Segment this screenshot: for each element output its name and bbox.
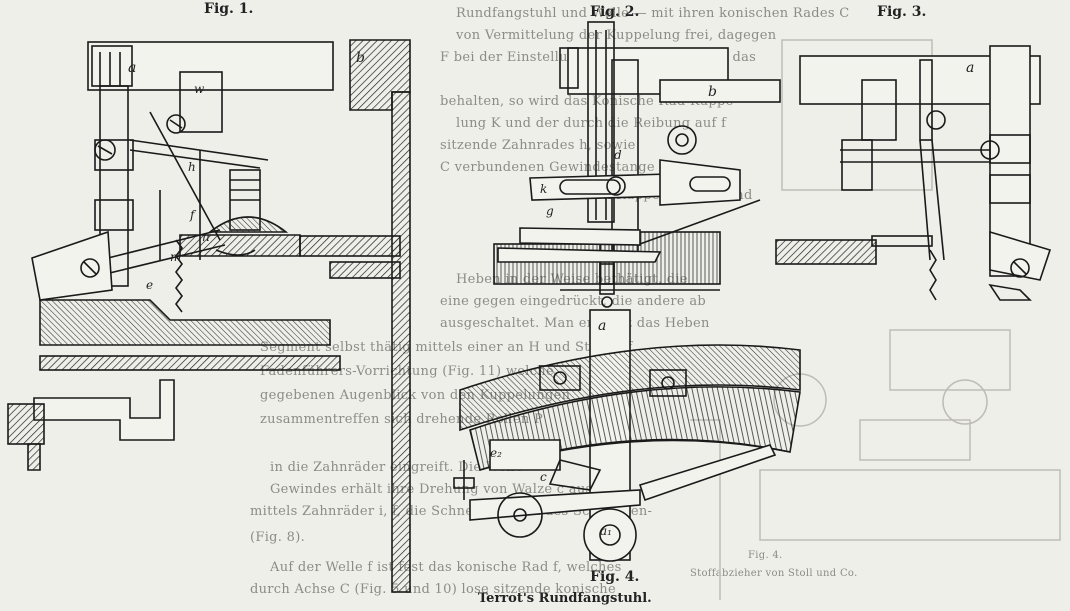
- part-label-n: n: [202, 230, 210, 244]
- background-text-line: Gewindes erhält ihre Drehung von Walze c…: [270, 482, 593, 497]
- part-label-a2: a: [966, 60, 975, 76]
- part-label-a3: a: [598, 318, 607, 334]
- part-label-a: a: [128, 60, 137, 76]
- part-label-b2: b: [708, 84, 717, 100]
- part-label-g: g: [546, 204, 554, 218]
- background-text-line: Auf der Welle f ist fest das konische Ra…: [270, 560, 622, 575]
- background-text-line: durch Achse C (Fig. 5 und 10) lose sitze…: [250, 582, 616, 597]
- part-label-c: c: [540, 470, 547, 484]
- figure-3-label: Fig. 3.: [877, 4, 927, 20]
- part-label-k: k: [540, 182, 548, 196]
- background-text-line: sitzende Zahnrades h, sowie: [440, 138, 636, 153]
- background-text-line: von Vermittelung der Kuppelung frei, dag…: [456, 28, 777, 43]
- figure-1-drawing: [7, 39, 411, 593]
- background-text-line: eine gegen eingedrückt, die andere ab: [440, 294, 707, 309]
- part-label-e: e: [146, 278, 154, 292]
- background-text-line: lung K und der durch die Reibung auf f: [456, 116, 727, 131]
- figure-2-label: Fig. 2.: [590, 4, 640, 20]
- part-label-w: w: [194, 82, 205, 96]
- part-label-b: b: [356, 50, 365, 66]
- part-label-d: d: [614, 148, 622, 162]
- figure-2-drawing: [493, 21, 781, 308]
- figure-4-drawing: [453, 309, 801, 562]
- figure-3-drawing: [775, 45, 1052, 301]
- figure-1-label: Fig. 1.: [204, 1, 254, 17]
- background-text-line: C verbundenen Gewindestange: [440, 160, 655, 175]
- part-label-m: m: [170, 250, 182, 264]
- background-fig-label: Fig. 4.: [748, 550, 783, 561]
- part-label-a1: a₁: [600, 524, 612, 538]
- background-text-line: Rundfangstuhl und Welle — mit ihren koni…: [456, 6, 850, 21]
- background-text-line: ausgeschaltet. Man erkennt das Heben: [440, 316, 710, 331]
- part-label-e2: e₂: [490, 446, 502, 460]
- background-text-line: (Fig. 8).: [250, 530, 306, 545]
- background-fig-subtitle: Stoffabzieher von Stoll und Co.: [690, 568, 858, 579]
- part-label-h: h: [188, 160, 196, 174]
- figure-4-label: Fig. 4.: [590, 569, 640, 585]
- part-label-f: f: [190, 208, 195, 222]
- background-text-line: Segment selbst thätig mittels einer an H…: [260, 340, 633, 355]
- figure-caption: Terrot's Rundfangstuhl.: [478, 591, 652, 606]
